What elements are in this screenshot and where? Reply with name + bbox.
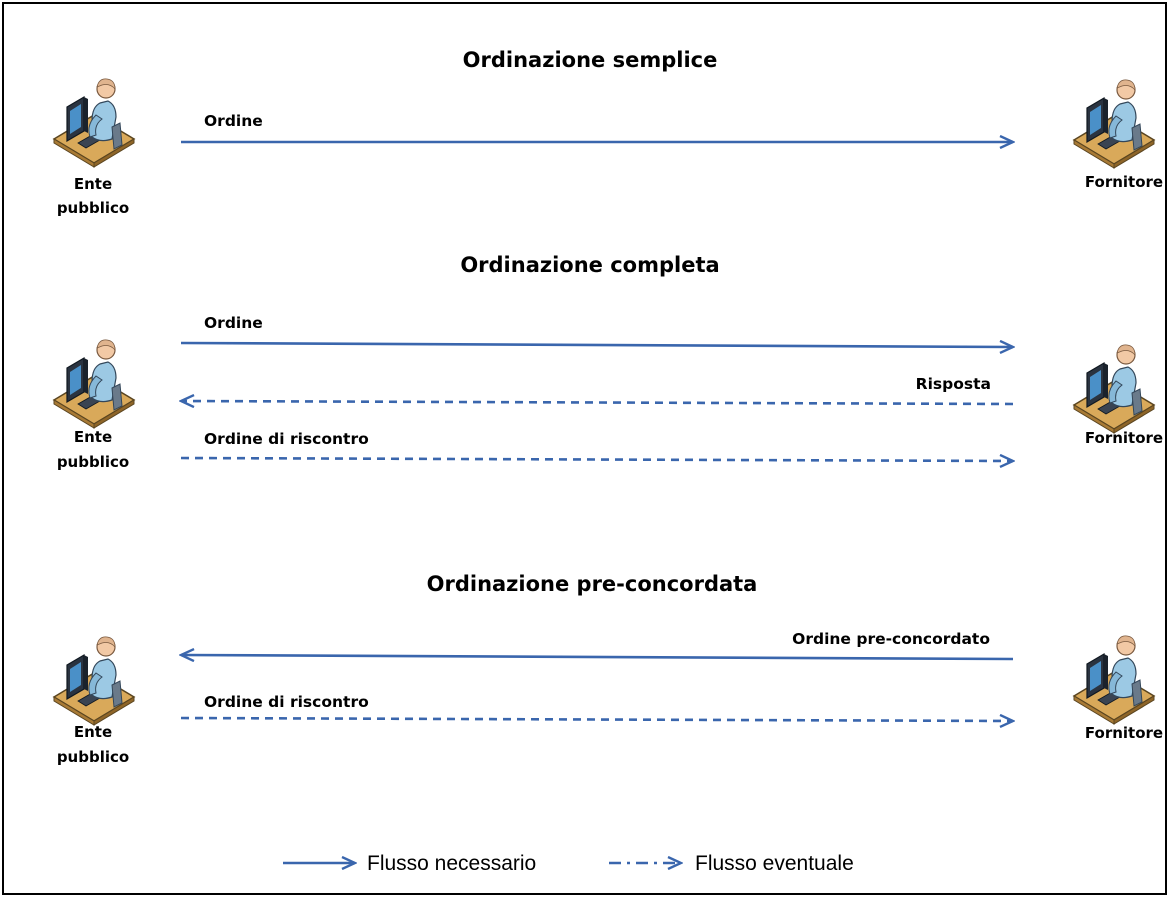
actor-label-pubblico: pubblico <box>57 453 129 471</box>
person-at-computer-icon <box>53 636 135 726</box>
section-title-completa: Ordinazione completa <box>460 253 719 277</box>
flow-arrow-ordine-di-riscontro-completa <box>180 458 1013 461</box>
section-title-semplice: Ordinazione semplice <box>463 48 718 72</box>
person-at-computer-icon <box>1073 79 1155 169</box>
person-at-computer-icon <box>53 78 135 168</box>
message-label-ordine-di-riscontro-pre-concordata: Ordine di riscontro <box>204 693 369 711</box>
legend-label-optional: Flusso eventuale <box>695 852 854 875</box>
actor-label-ente: Ente <box>74 175 112 193</box>
actor-label-ente: Ente <box>74 723 112 741</box>
message-label-ordine-completa: Ordine <box>204 314 263 332</box>
actor-label-pubblico: pubblico <box>57 199 129 217</box>
message-label-ordine-di-riscontro-completa: Ordine di riscontro <box>204 430 369 448</box>
legend-label-necessary: Flusso necessario <box>367 852 536 875</box>
actor-label-fornitore: Fornitore <box>1085 724 1163 742</box>
person-at-computer-icon <box>53 339 135 429</box>
section-title-pre-concordata: Ordinazione pre-concordata <box>427 572 758 596</box>
flow-arrow-ordine-pre-concordato <box>181 655 1014 659</box>
person-at-computer-icon <box>1073 344 1155 434</box>
person-at-computer-icon <box>1073 635 1155 725</box>
flow-arrow-risposta <box>181 401 1014 404</box>
actor-label-fornitore: Fornitore <box>1085 429 1163 447</box>
actor-label-ente: Ente <box>74 428 112 446</box>
actor-label-pubblico: pubblico <box>57 748 129 766</box>
actor-label-fornitore: Fornitore <box>1085 173 1163 191</box>
message-label-risposta: Risposta <box>916 375 991 393</box>
message-label-ordine-semplice: Ordine <box>204 112 263 130</box>
legend: Flusso necessario Flusso eventuale <box>283 852 854 875</box>
flow-arrow-ordine-completa <box>180 343 1013 347</box>
flow-arrow-ordine-di-riscontro-pre-concordata <box>180 718 1013 721</box>
message-label-ordine-pre-concordato: Ordine pre-concordato <box>792 630 990 648</box>
